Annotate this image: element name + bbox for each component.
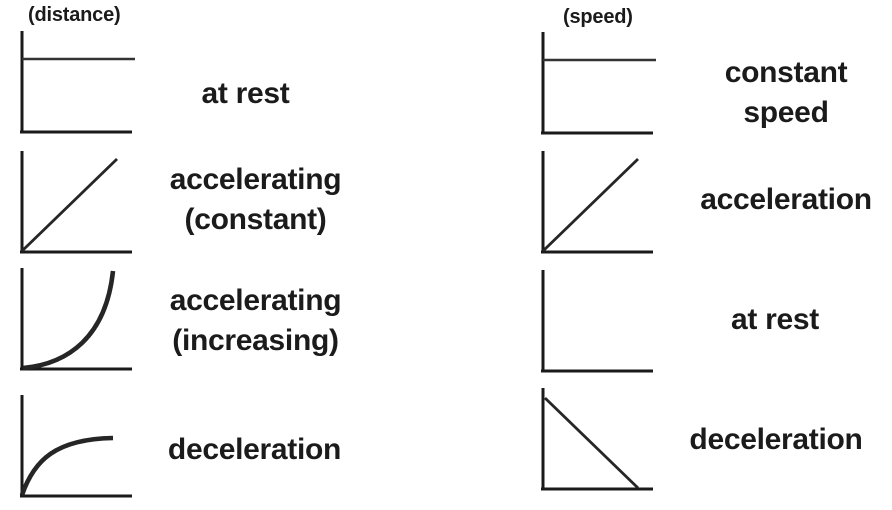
label-line: acceleration bbox=[700, 183, 872, 216]
distance-accelerating-increasing-graph bbox=[20, 268, 132, 371]
graph-curve bbox=[21, 157, 118, 253]
speed-deceleration-graph bbox=[541, 388, 653, 491]
axes bbox=[541, 32, 653, 135]
label-line: at rest bbox=[731, 303, 819, 336]
axes bbox=[20, 268, 132, 371]
label-line: accelerating bbox=[169, 163, 342, 196]
graph-curve bbox=[544, 396, 639, 490]
graph-curve bbox=[542, 157, 639, 253]
speed-at-rest-label: at rest bbox=[677, 300, 873, 340]
axes bbox=[20, 395, 132, 498]
label-line: at rest bbox=[201, 77, 290, 110]
speed-constant-label: constant speed bbox=[688, 53, 884, 133]
axes bbox=[20, 31, 132, 134]
axes bbox=[20, 151, 132, 254]
label-line: (increasing) bbox=[172, 324, 339, 357]
distance-column-header: (distance) bbox=[28, 4, 121, 26]
axes bbox=[541, 270, 653, 373]
graph-curve bbox=[19, 435, 114, 496]
distance-accelerating-increasing-label: accelerating (increasing) bbox=[158, 281, 353, 361]
label-line: constant bbox=[724, 56, 848, 89]
distance-deceleration-graph bbox=[19, 395, 132, 498]
speed-acceleration-graph bbox=[541, 151, 653, 254]
distance-at-rest-graph bbox=[20, 31, 135, 134]
distance-at-rest-label: at rest bbox=[148, 74, 343, 114]
speed-acceleration-label: acceleration bbox=[688, 180, 884, 220]
label-line: (constant) bbox=[184, 203, 327, 236]
speed-column-header: (speed) bbox=[563, 6, 633, 28]
label-line: deceleration bbox=[167, 433, 342, 466]
speed-constant-graph bbox=[541, 32, 656, 135]
label-line: deceleration bbox=[689, 423, 863, 456]
graph-curve bbox=[22, 270, 116, 371]
speed-deceleration-label: deceleration bbox=[678, 420, 874, 460]
speed-at-rest-graph bbox=[541, 270, 653, 373]
distance-accelerating-constant-graph bbox=[20, 151, 132, 254]
distance-deceleration-label: deceleration bbox=[157, 430, 352, 470]
label-line: speed bbox=[743, 96, 829, 129]
label-line: accelerating bbox=[169, 284, 342, 317]
distance-accelerating-constant-label: accelerating (constant) bbox=[158, 160, 353, 240]
axes bbox=[541, 388, 653, 491]
axes bbox=[541, 151, 653, 254]
